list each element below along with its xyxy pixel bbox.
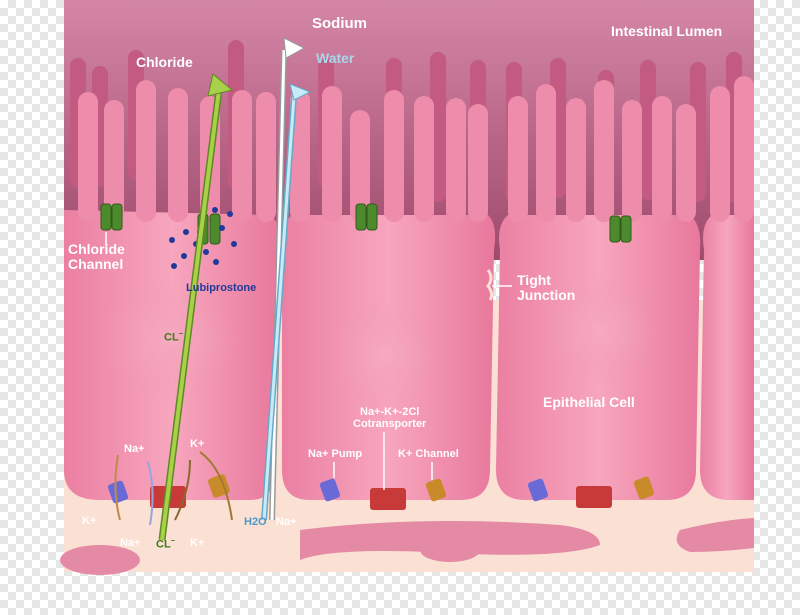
na-plus-bottom-label: Na+ bbox=[120, 537, 141, 549]
na-pump-label: Na+ Pump bbox=[308, 448, 363, 460]
na-pump-icon bbox=[107, 478, 549, 504]
basolateral-transporters bbox=[107, 474, 655, 510]
k-channel-icon bbox=[207, 474, 655, 502]
intestinal-lumen-label: Intestinal Lumen bbox=[611, 23, 723, 39]
k-channel-label: K+ Channel bbox=[398, 448, 459, 460]
chloride-channel-label: Chloride Channel bbox=[68, 241, 125, 273]
pointer-lines bbox=[105, 232, 512, 490]
chloride-label: Chloride bbox=[136, 54, 193, 70]
h2o-label: H2O bbox=[244, 516, 267, 528]
epithelial-cell-1 bbox=[64, 80, 281, 500]
na-plus-right-label: Na+ bbox=[276, 516, 297, 528]
tight-junction-mark bbox=[486, 269, 494, 301]
lubiprostone-label: Lubiprostone bbox=[186, 282, 257, 294]
water-arrow-icon bbox=[261, 83, 312, 521]
cotransporter-icon bbox=[150, 486, 612, 510]
k-plus-top-label: K+ bbox=[190, 438, 205, 450]
cl-bottom-label: CL− bbox=[156, 536, 176, 551]
epithelial-cell-4 bbox=[700, 76, 754, 500]
water-label: Water bbox=[316, 50, 355, 66]
tight-junction-label: Tight Junction bbox=[517, 272, 576, 304]
cotransporter-label: Na+-K+-2Cl Cotransporter bbox=[353, 406, 427, 431]
capillaries bbox=[60, 518, 754, 575]
epithelial-cell-label: Epithelial Cell bbox=[543, 394, 635, 410]
k-plus-bottom-label: K+ bbox=[190, 537, 205, 549]
k-plus-left-label: K+ bbox=[82, 515, 97, 527]
epithelial-cell-3 bbox=[496, 80, 701, 500]
epithelial-cell-2 bbox=[281, 86, 496, 500]
cl-ion-label: CL− bbox=[164, 329, 184, 344]
ion-flow-arrows bbox=[114, 451, 233, 526]
chloride-arrow-icon bbox=[158, 73, 234, 541]
na-plus-top-label: Na+ bbox=[124, 443, 145, 455]
sodium-label: Sodium bbox=[312, 15, 367, 32]
